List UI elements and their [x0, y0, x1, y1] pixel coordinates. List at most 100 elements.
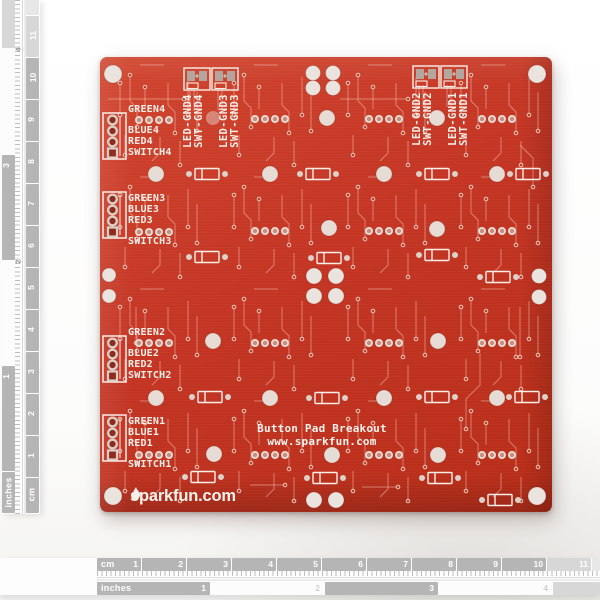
ruler-inch-block — [2, 0, 15, 48]
top-connector-footprints — [183, 65, 468, 91]
connector-footprint — [102, 112, 174, 160]
ruler-inch-block: 1 — [0, 366, 15, 471]
diode-footprint — [182, 470, 224, 484]
ruler-cm-number: 10 — [28, 72, 39, 83]
ruler-cm-block: 4 — [232, 558, 276, 571]
ruler-cm-block: 6 — [322, 558, 366, 571]
ruler-inch-block: 3 — [1, 155, 15, 260]
diode-footprint — [419, 471, 461, 485]
ruler-cm-number: 4 — [268, 559, 273, 569]
connector-pin-label: RED4 — [128, 136, 153, 147]
connector-footprint — [102, 414, 174, 462]
diode-footprint — [186, 250, 228, 264]
smd-connector-footprint — [412, 65, 440, 89]
led-via-rows — [250, 115, 516, 459]
connector-pin-label: RED2 — [128, 359, 153, 370]
ruler-cm-block: 10 — [26, 58, 39, 99]
diode-footprint — [306, 391, 348, 405]
gnd-label: SWT-GND4 — [193, 94, 205, 148]
mounting-holes — [101, 64, 547, 509]
pcb-artwork — [101, 64, 549, 509]
ruler-cm-number: 3 — [25, 369, 36, 374]
connector-pin-label: BLUE4 — [128, 125, 160, 136]
diode-footprint — [308, 251, 350, 265]
ruler-cm-number: 8 — [25, 159, 36, 164]
ruler-inches-label: inches — [3, 477, 14, 508]
connector-pin-label: BLUE3 — [128, 204, 160, 215]
ruler-cm-block: cm — [26, 478, 39, 513]
ruler-cm-label: cm — [26, 487, 37, 502]
ruler-cm-block — [592, 558, 600, 571]
ruler-cm-block: 11 — [26, 16, 39, 57]
diode-footprint — [477, 270, 519, 284]
ruler-cm-block: 2 — [26, 394, 39, 435]
diode-footprints — [182, 167, 549, 507]
ruler-cm-number: 11 — [579, 559, 588, 569]
connector-pin-label: SWITCH3 — [128, 236, 172, 247]
ruler-inch-block: inches — [2, 472, 15, 513]
ruler-cm-block: 8 — [412, 558, 456, 571]
ruler-cm-number: 1 — [25, 453, 36, 458]
ruler-inch-number: 2 — [315, 583, 320, 593]
ruler-cm-block: 3 — [26, 352, 39, 393]
gnd-label-wrap: SWT-GND2 — [422, 89, 434, 149]
gnd-label: SWT-GND2 — [422, 92, 434, 146]
connector-pin-label: BLUE2 — [128, 348, 160, 359]
ruler-inch-block: 4 — [439, 582, 552, 595]
gnd-label-wrap: SWT-GND1 — [458, 89, 470, 149]
gnd-label-wrap: SWT-GND4 — [193, 91, 205, 151]
connector-pin-label: GREEN3 — [128, 193, 166, 204]
ruler-cm-block: 5 — [277, 558, 321, 571]
ruler-cm-number: 2 — [25, 411, 36, 416]
flame-icon — [131, 487, 141, 500]
diode-footprint — [297, 167, 339, 181]
connector-pin-label: SWITCH4 — [128, 147, 172, 158]
ruler-cm-block: 3 — [187, 558, 231, 571]
smd-connector-footprint — [440, 65, 468, 89]
gnd-label: SWT-GND1 — [458, 92, 470, 146]
connector-footprint — [102, 191, 174, 239]
board-title-block: Button Pad Breakout www.sparkfun.com — [222, 422, 422, 448]
connector-footprint — [102, 335, 174, 383]
connector-pin-label: GREEN1 — [128, 416, 166, 427]
ruler-cm-block: 8 — [26, 142, 39, 183]
ruler-tick-number: 4 — [15, 47, 23, 52]
ruler-cm-block — [26, 0, 39, 15]
connector-pin-label: RED3 — [128, 215, 153, 226]
ruler-inch-number: 4 — [543, 583, 548, 593]
connector-pin-label: SWITCH2 — [128, 370, 172, 381]
horizontal-ruler-ticks — [97, 571, 600, 582]
ruler-cm-block: 1 — [26, 436, 39, 477]
ruler-cm-number: 7 — [25, 201, 36, 206]
smd-connector-footprint — [211, 67, 239, 91]
ruler-cm-block: 2 — [142, 558, 186, 571]
diode-footprint — [416, 167, 458, 181]
connector-pin-label: GREEN2 — [128, 327, 166, 338]
ruler-inch-block: 2 — [211, 582, 324, 595]
ruler-cm-number: 6 — [25, 243, 36, 248]
ruler-cm-block: 5 — [26, 268, 39, 309]
diode-footprint — [416, 248, 458, 262]
ruler-cm-number: 10 — [533, 559, 543, 569]
ruler-cm-number: 11 — [28, 31, 38, 40]
ruler-cm-number: 7 — [403, 559, 408, 569]
diode-footprint — [416, 390, 458, 404]
gnd-label-wrap: SWT-GND3 — [229, 91, 241, 151]
diode-footprint — [507, 167, 549, 181]
ruler-inch-block — [2, 49, 15, 154]
smd-connector-footprint — [183, 67, 211, 91]
ruler-inches-label: inches — [101, 583, 132, 593]
ruler-cm-block: 7 — [367, 558, 411, 571]
ruler-inch-number: 1 — [0, 374, 11, 379]
diode-footprint — [189, 390, 231, 404]
sparkfun-logo-text: sparkfun.com — [130, 487, 236, 505]
diode-footprint — [304, 471, 346, 485]
ruler-cm-number: 1 — [133, 559, 138, 569]
ruler-cm-number: 2 — [178, 559, 183, 569]
